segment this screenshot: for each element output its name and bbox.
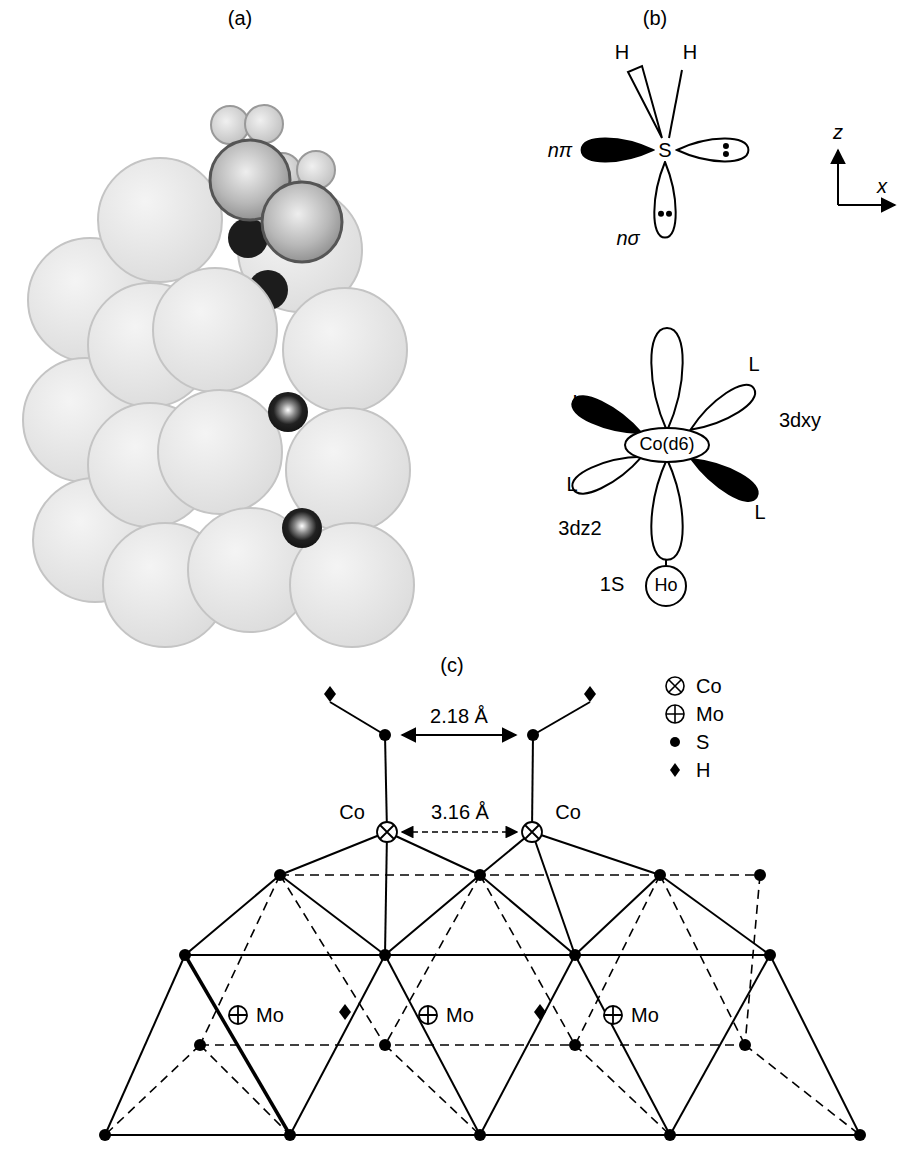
orbital-label: 3dz2 (556, 517, 603, 539)
node-text: Ho (645, 576, 687, 596)
ligand-label: L (570, 391, 585, 413)
ligand-label: L (746, 353, 761, 375)
lattice-structure (99, 686, 866, 1141)
legend-symbol (662, 730, 688, 754)
legend-text: H (696, 759, 710, 782)
atom-label: Mo (629, 1004, 661, 1026)
atom-label: H (613, 41, 631, 63)
dimension-label: 2.18 Å (428, 705, 490, 727)
atom-label: Mo (444, 1004, 476, 1026)
node-outline (646, 566, 686, 606)
legend-entry: S (662, 728, 724, 756)
panel-label: (a) (226, 7, 254, 29)
ligand-label: L (564, 473, 579, 495)
orbital-label: nσ (614, 227, 641, 249)
atom-label: Mo (254, 1004, 286, 1026)
legend: CoMoSH (662, 672, 724, 784)
atom-label: S (656, 139, 673, 161)
orbital-label: nπ (546, 139, 575, 161)
dimension-label: 3.16 Å (429, 801, 491, 823)
legend-text: S (696, 731, 709, 754)
orbital-scheme (628, 66, 895, 566)
axis-label: x (875, 175, 889, 197)
atom-label: Co (553, 801, 583, 823)
orbital-label: 1S (598, 573, 626, 595)
legend-entry: Co (662, 672, 724, 700)
atom-label: Co (337, 801, 367, 823)
panel-label: (b) (641, 7, 669, 29)
legend-text: Co (696, 675, 722, 698)
legend-symbol (662, 702, 688, 726)
orbital-label: 3dxy (777, 409, 823, 431)
cobalt-orbital-center: Co(d6) (624, 427, 710, 463)
legend-symbol (662, 758, 688, 782)
hydrogen-orbital: Ho (645, 565, 687, 607)
legend-text: Mo (696, 703, 724, 726)
axis-label: z (831, 121, 845, 143)
orbital-lobes (568, 139, 762, 560)
legend-symbol (662, 674, 688, 698)
node-outline (625, 428, 709, 462)
panel-label: (c) (438, 654, 465, 676)
legend-entry: H (662, 756, 724, 784)
space-filling-model (23, 105, 414, 647)
atom-label: H (681, 41, 699, 63)
legend-entry: Mo (662, 700, 724, 728)
ligand-label: L (752, 501, 767, 523)
node-text: Co(d6) (624, 435, 710, 455)
